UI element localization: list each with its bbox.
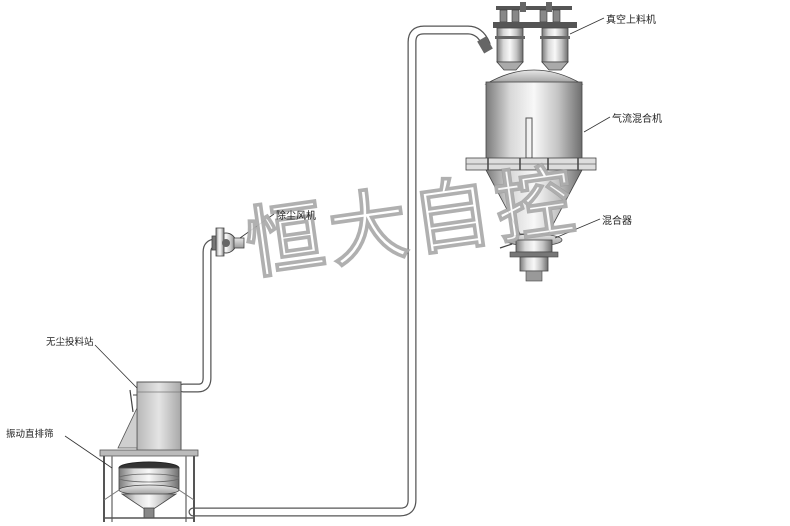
label-vacuum-loader: 真空上料机 <box>606 15 656 26</box>
label-mixer: 混合器 <box>602 216 632 227</box>
label-vibrating-screen: 振动直排筛 <box>6 429 54 440</box>
airflow-mixer-vessel <box>465 69 597 235</box>
mixer-unit <box>499 233 563 282</box>
dust-pipe <box>178 238 221 393</box>
conveying-pipe <box>188 25 491 517</box>
dust-fan-unit <box>211 227 245 257</box>
vibrating-screen <box>99 449 199 522</box>
label-airflow-mixer: 气流混合机 <box>612 114 662 125</box>
label-dust-free-station: 无尘投料站 <box>46 337 94 348</box>
dust-free-station <box>117 381 182 453</box>
label-dust-fan: 除尘风机 <box>276 211 316 222</box>
leader-lines <box>64 17 611 469</box>
vacuum-loader-unit <box>477 2 577 71</box>
